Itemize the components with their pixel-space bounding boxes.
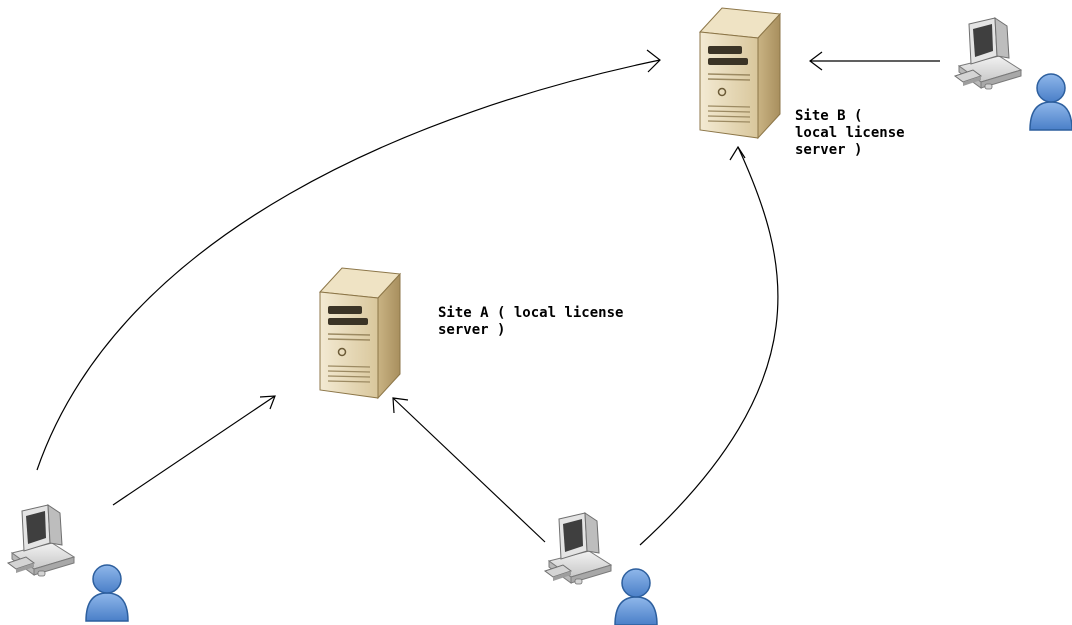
client-top-right: [954, 17, 1072, 131]
label-line: server ): [438, 322, 506, 338]
user-icon: [85, 564, 129, 622]
arrow-head-site-a-from-left: [259, 395, 276, 410]
user-icon: [614, 568, 658, 625]
desktop-computer-icon: [7, 504, 75, 577]
arrow-head-site-b-from-left: [646, 49, 661, 73]
label-line: Site A ( local license: [438, 305, 624, 321]
arrow-head-site-a-from-middle: [392, 397, 409, 414]
server-site-b-label: Site B ( local license server ): [795, 108, 905, 159]
desktop-computer-icon: [954, 17, 1022, 90]
server-site-b: [699, 7, 781, 139]
arrow-head-site-b-from-right: [809, 51, 823, 71]
arrow-head-site-b-from-middle: [729, 145, 746, 161]
server-site-a: [319, 267, 401, 399]
desktop-computer-icon: [544, 512, 612, 585]
label-line: server ): [795, 142, 863, 158]
arrow-left-client-to-site-a: [112, 395, 276, 506]
label-line: local license: [795, 125, 905, 141]
client-bottom-left: [7, 504, 129, 622]
client-bottom-middle: [544, 512, 658, 625]
label-line: Site B (: [795, 108, 863, 124]
server-site-a-label: Site A ( local license server ): [438, 305, 623, 339]
server-tower-icon: [319, 267, 401, 399]
arrow-middle-client-to-site-a: [392, 397, 546, 543]
arrow-middle-client-to-site-b: [639, 146, 779, 546]
server-tower-icon: [699, 7, 781, 139]
user-icon: [1029, 73, 1072, 131]
arrow-left-client-to-site-b: [36, 59, 661, 471]
